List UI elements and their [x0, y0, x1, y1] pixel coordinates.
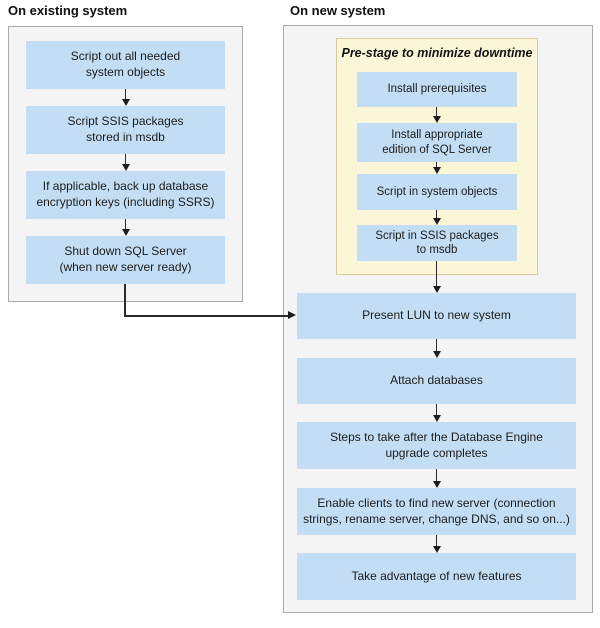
step-post-upgrade-steps: Steps to take after the Database Engine …: [297, 422, 576, 469]
step-script-in-system-objects: Script in system objects: [357, 174, 517, 210]
flow-arrow: [121, 89, 130, 106]
step-install-sql-server-edition: Install appropriate edition of SQL Serve…: [357, 123, 517, 162]
flow-arrow: [432, 162, 441, 174]
step-take-advantage-new-features: Take advantage of new features: [297, 553, 576, 600]
flow-arrow: [432, 210, 441, 225]
cross-panel-connector-horizontal: [124, 315, 288, 317]
step-install-prerequisites: Install prerequisites: [357, 72, 517, 107]
flow-arrow: [432, 261, 441, 293]
cross-panel-connector-vertical: [124, 284, 126, 316]
step-present-lun: Present LUN to new system: [297, 293, 576, 339]
flow-arrow: [432, 339, 441, 358]
step-attach-databases: Attach databases: [297, 358, 576, 404]
prestage-title: Pre-stage to minimize downtime: [341, 46, 533, 60]
step-script-out-system-objects: Script out all needed system objects: [26, 41, 225, 89]
flow-arrow: [432, 107, 441, 123]
step-script-ssis-packages: Script SSIS packages stored in msdb: [26, 106, 225, 154]
existing-system-heading: On existing system: [8, 3, 128, 18]
flow-arrow: [432, 469, 441, 488]
cross-panel-connector-arrowhead: [288, 311, 296, 320]
flow-arrow: [432, 404, 441, 422]
flow-arrow: [432, 535, 441, 553]
new-system-heading: On new system: [290, 3, 386, 18]
flow-arrow: [121, 219, 130, 236]
step-script-in-ssis-packages: Script in SSIS packages to msdb: [357, 225, 517, 261]
flow-arrow: [121, 154, 130, 171]
step-enable-clients-find-server: Enable clients to find new server (conne…: [297, 488, 576, 535]
step-shut-down-sql-server: Shut down SQL Server (when new server re…: [26, 236, 225, 284]
step-backup-encryption-keys: If applicable, back up database encrypti…: [26, 171, 225, 219]
